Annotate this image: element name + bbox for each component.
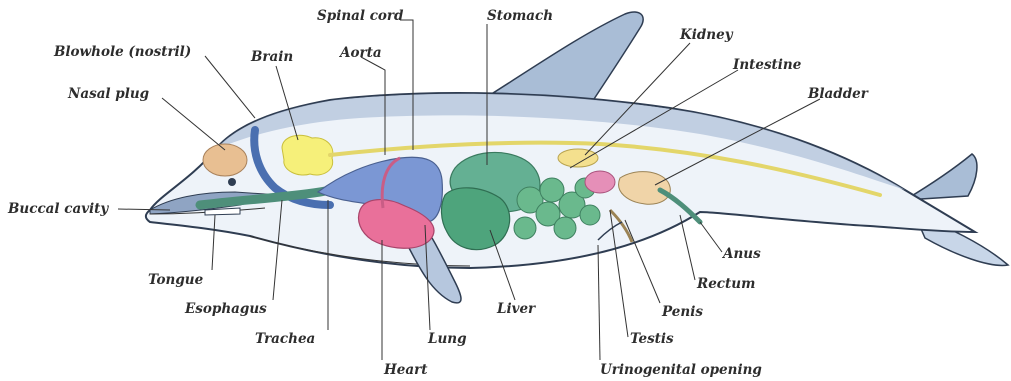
label-anus: Anus <box>721 246 761 262</box>
nasal-plug <box>203 144 247 176</box>
label-penis: Penis <box>661 304 703 320</box>
label-esophagus: Esophagus <box>184 301 267 317</box>
label-heart: Heart <box>383 362 428 378</box>
label-liver: Liver <box>496 301 536 317</box>
label-spinal-cord: Spinal cord <box>317 8 404 24</box>
label-buccal-cavity: Buccal cavity <box>7 201 109 217</box>
label-intestine: Intestine <box>732 57 802 73</box>
label-bladder: Bladder <box>807 86 869 102</box>
label-tongue: Tongue <box>148 272 204 288</box>
tail-fluke-upper <box>905 154 977 200</box>
brain <box>282 135 333 175</box>
label-aorta: Aorta <box>338 45 382 61</box>
label-nasal-plug: Nasal plug <box>67 86 149 102</box>
label-trachea: Trachea <box>255 331 315 347</box>
label-lung: Lung <box>427 331 467 347</box>
bladder <box>585 171 615 193</box>
kidney <box>558 149 598 167</box>
label-testis: Testis <box>630 331 674 347</box>
eye <box>228 178 236 186</box>
label-blowhole: Blowhole (nostril) <box>53 44 191 60</box>
label-kidney: Kidney <box>679 27 734 43</box>
label-urinogenital-opening: Urinogenital opening <box>600 362 762 378</box>
label-rectum: Rectum <box>696 276 755 292</box>
label-brain: Brain <box>250 49 293 65</box>
label-stomach: Stomach <box>487 8 553 24</box>
